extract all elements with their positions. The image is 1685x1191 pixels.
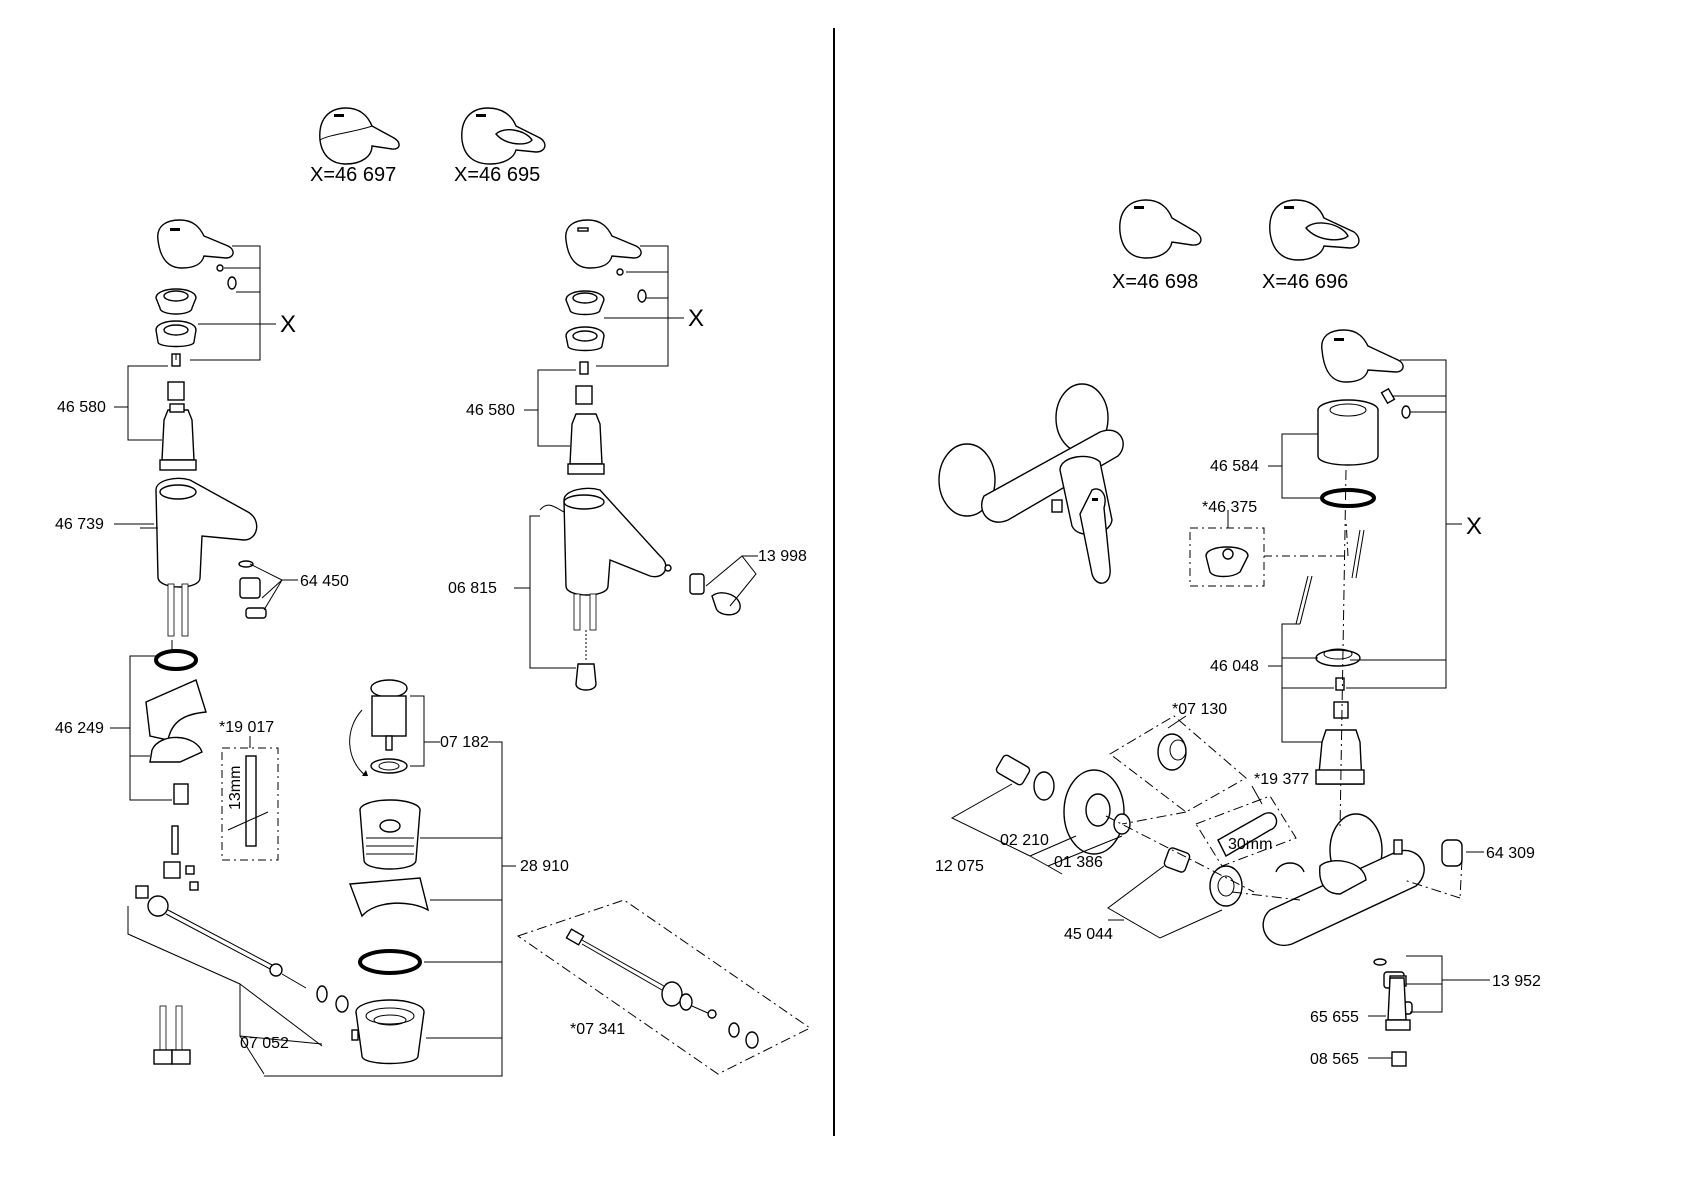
kit-07341-box [518,900,810,1074]
part-label: 46 580 [57,399,106,416]
part-label: 12 075 [935,858,984,875]
handle-variant-left-2: X=46 695 [454,108,545,186]
part-label: 08 565 [1310,1051,1359,1068]
part-label: 45 044 [1064,926,1113,943]
shower-connection-parts: 30mm [995,716,1296,906]
part-label: *19 017 [219,719,274,736]
part-label: *07 341 [570,1021,625,1038]
part-label: 13 952 [1492,973,1541,990]
x-marker-right: X [1466,513,1482,540]
part-label: 64 450 [300,573,349,590]
part-label: 01 386 [1054,854,1103,871]
part-label: 13 998 [758,548,807,565]
tool-size-13mm: 13mm [227,766,244,810]
shower-mixer-assembled [939,384,1123,583]
part-label: 65 655 [1310,1009,1359,1026]
handle-variant-left-1: X=46 697 [310,108,399,186]
basin-mixer-assembly [136,220,348,1064]
handle-variant-right-2: X=46 696 [1262,200,1359,293]
part-label: 07 182 [440,734,489,751]
part-label: *07 130 [1172,701,1227,718]
variant-label-46697: X=46 697 [310,164,396,186]
part-label: *46 375 [1202,499,1257,516]
part-label: 46 048 [1210,658,1259,675]
x-marker-left: X [280,311,296,338]
part-label: 46 739 [55,516,104,533]
part-label: 07 052 [240,1035,289,1052]
part-label: 02 210 [1000,832,1049,849]
part-label: 46 584 [1210,458,1259,475]
part-label: 46 249 [55,720,104,737]
part-label: 06 815 [448,580,497,597]
part-label: 64 309 [1486,845,1535,862]
variant-label-46696: X=46 696 [1262,271,1348,293]
tool-19017-box: 13mm [222,748,278,860]
leader-lines [110,246,1490,1076]
variant-label-46698: X=46 698 [1112,271,1198,293]
x-marker-bidet: X [688,305,704,332]
part-label: 46 580 [466,402,515,419]
popup-waste-assembly [350,680,428,1064]
part-label: 28 910 [520,858,569,875]
handle-variant-right-1: X=46 698 [1112,200,1201,293]
tool-size-30mm: 30mm [1228,836,1272,853]
variant-label-46695: X=46 695 [454,164,540,186]
part-label: *19 377 [1254,771,1309,788]
bidet-mixer-assembly [540,220,740,690]
